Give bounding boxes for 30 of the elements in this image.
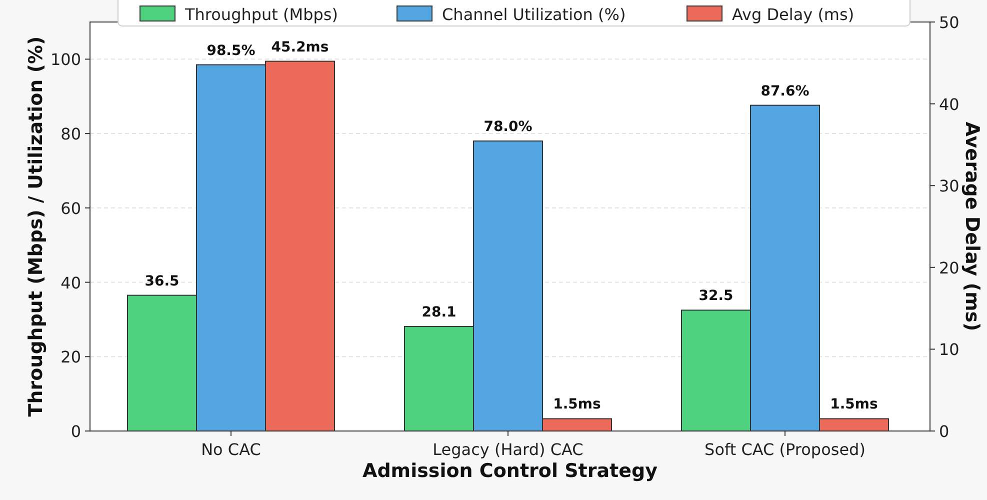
tick-label: 50 [939,13,960,32]
tick-label: 80 [60,124,81,144]
tick-label: 40 [60,273,81,292]
value-label: 28.1 [422,304,456,321]
value-label: 1.5ms [553,396,601,413]
tick-label: 0 [70,422,81,441]
value-label: 87.6% [760,83,810,100]
legend-label: Avg Delay (ms) [732,5,854,24]
tick-label: 0 [939,422,950,441]
legend-label: Throughput (Mbps) [185,5,338,24]
value-label: 78.0% [484,118,532,135]
value-label: 98.5% [206,42,256,59]
axis-title: Admission Control Strategy [362,460,658,482]
category-label: Soft CAC (Proposed) [704,440,866,459]
tick-label: 30 [939,176,960,196]
tick-label: 100 [50,50,81,70]
tick-label: 10 [939,340,960,360]
value-label: 45.2ms [271,39,329,56]
axis-title: Average Delay (ms) [961,122,983,332]
category-label: No CAC [201,440,261,459]
tick-label: 40 [939,94,960,114]
tick-label: 20 [939,258,960,278]
tick-label: 20 [60,348,81,367]
category-label: Legacy (Hard) CAC [432,440,584,459]
legend-label: Channel Utilization (%) [442,5,626,24]
value-label: 1.5ms [830,396,878,413]
axis-title: Throughput (Mbps) / Utilization (%) [25,36,47,417]
value-label: 32.5 [698,288,734,304]
tick-label: 60 [60,198,81,218]
value-label: 36.5 [144,273,180,290]
